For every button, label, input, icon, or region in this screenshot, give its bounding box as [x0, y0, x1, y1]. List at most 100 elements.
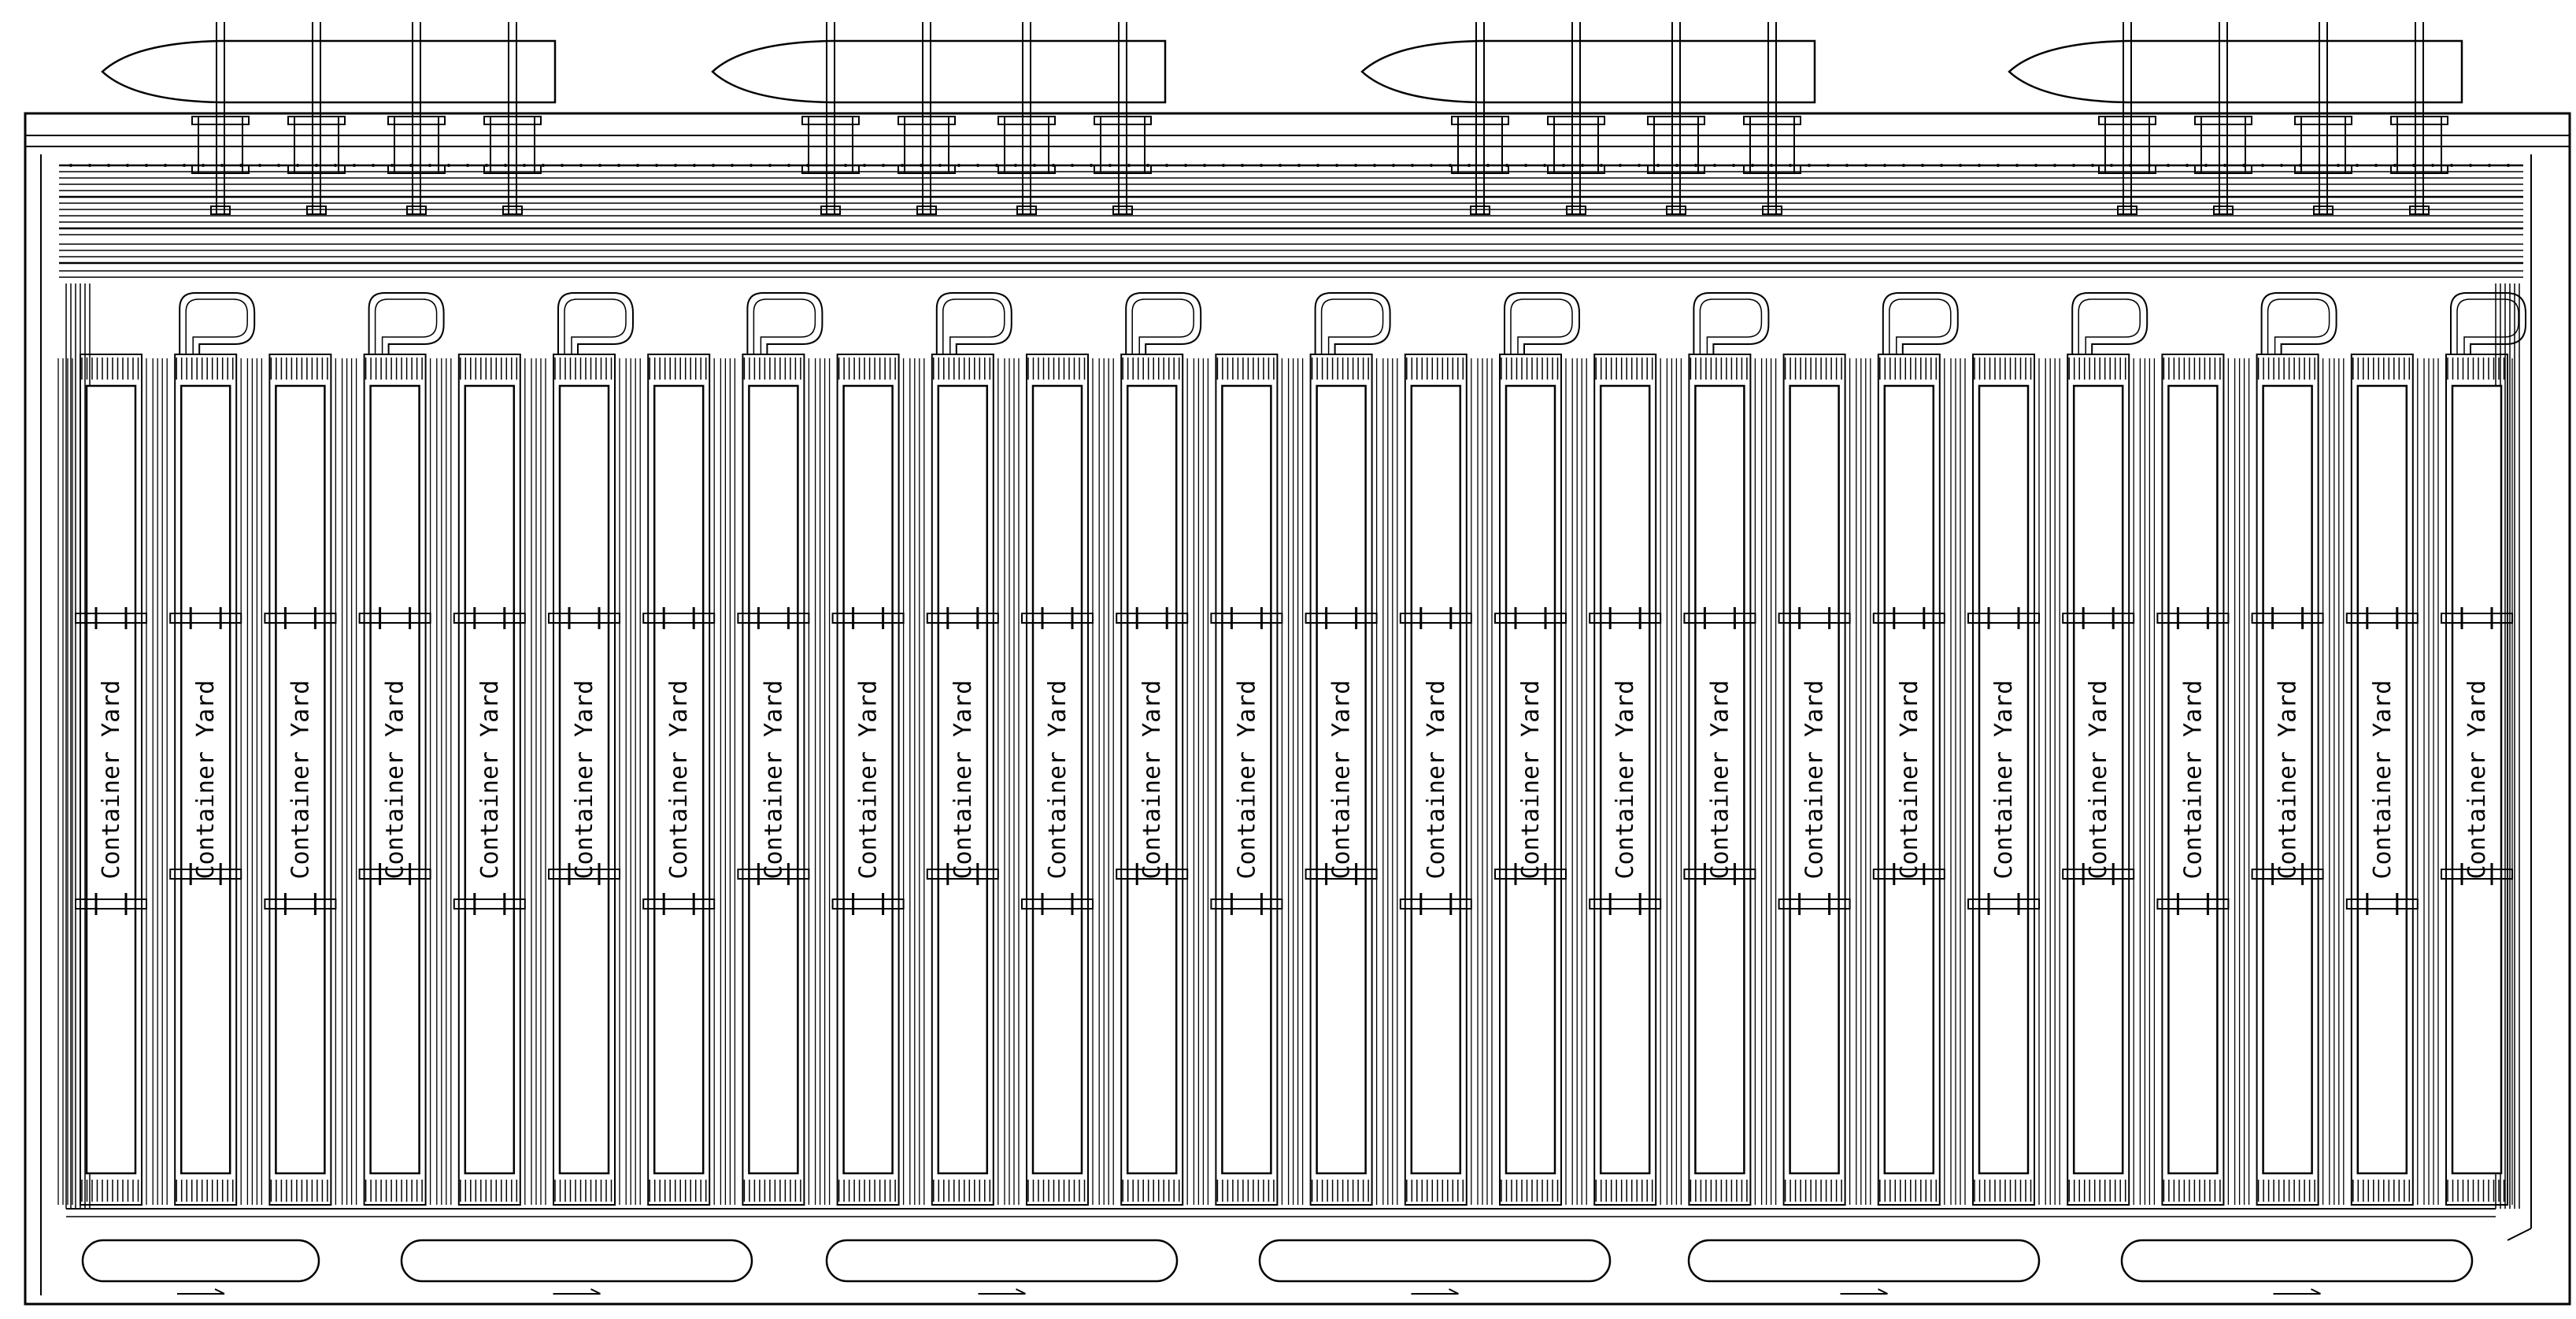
- rail-marker: [2488, 164, 2491, 167]
- crane-gantry-top: [2294, 116, 2352, 125]
- yard-loop-track-inner: [1131, 298, 1194, 354]
- yard-block: [909, 292, 1012, 1206]
- yard-outline: [931, 354, 994, 1206]
- crane-gantry-bottom: [387, 165, 446, 174]
- yard-crane-rail: [2345, 613, 2419, 624]
- rail-marker: [1883, 164, 1886, 167]
- yard-outline: [1972, 354, 2035, 1206]
- crane-gantry-bottom: [1094, 165, 1152, 174]
- container-yard-label: Container Yard: [476, 680, 504, 880]
- rail-marker: [768, 164, 772, 167]
- ship-hull: [1360, 39, 1816, 104]
- rail-marker: [712, 164, 715, 167]
- yard-crane-rail: [169, 869, 242, 880]
- yard-block: [1287, 292, 1391, 1206]
- crane-gantry-bottom: [2390, 165, 2448, 174]
- truck-lane: [400, 1239, 753, 1283]
- rail-marker: [1978, 164, 1981, 167]
- rail-marker: [693, 164, 696, 167]
- yard-outline: [1026, 354, 1089, 1206]
- crane-trolley: [1566, 206, 1586, 215]
- rail-marker: [579, 164, 583, 167]
- yard-outline: [268, 354, 332, 1206]
- yard-crane-rail: [169, 613, 242, 624]
- rail-marker: [1297, 164, 1301, 167]
- container-yard-label: Container Yard: [2085, 680, 2112, 880]
- yard-crane-rail: [1494, 869, 1567, 880]
- crane-trolley: [1016, 206, 1037, 215]
- crane-gantry-bottom: [898, 165, 956, 174]
- container-yard-label: Container Yard: [949, 680, 977, 880]
- yard-crane-rail: [2251, 613, 2324, 624]
- rail-marker: [863, 164, 866, 167]
- yard-loop-track: [2071, 292, 2149, 354]
- crane-trolley: [2213, 206, 2234, 215]
- yard-loop-track-inner: [942, 298, 1005, 354]
- yard-outline: [457, 354, 521, 1206]
- rail-marker: [1260, 164, 1263, 167]
- container-yard-label: Container Yard: [192, 680, 220, 880]
- container-yard: [2072, 384, 2124, 1175]
- rail-marker: [882, 164, 885, 167]
- container-yard-label: Container Yard: [665, 680, 693, 880]
- container-yard: [1126, 384, 1178, 1175]
- yard-crane-rail: [1021, 898, 1094, 910]
- rail-marker: [1845, 164, 1849, 167]
- yard-block: [2045, 292, 2149, 1206]
- yard-loop-track: [1314, 292, 1391, 354]
- yard-block: [2139, 354, 2230, 1206]
- rail-marker: [2261, 164, 2264, 167]
- rail-marker: [2186, 164, 2189, 167]
- container-yard: [1031, 384, 1083, 1175]
- yard-loop-track-inner: [1510, 298, 1573, 354]
- rail-marker: [1959, 164, 1962, 167]
- rail-marker: [1392, 164, 1395, 167]
- yard-crane-rail: [1399, 898, 1472, 910]
- crane-trolley: [1470, 206, 1490, 215]
- container-yard-label: Container Yard: [1423, 680, 1450, 880]
- container-yard-label: Container Yard: [1990, 680, 2018, 880]
- container-yard-label: Container Yard: [1233, 680, 1260, 880]
- yard-outline: [1309, 354, 1373, 1206]
- yard-block: [1571, 354, 1662, 1206]
- rail-marker: [1316, 164, 1319, 167]
- yard-crane-rail: [1305, 869, 1378, 880]
- yard-outline: [647, 354, 711, 1206]
- ship-hull: [101, 39, 557, 104]
- rail-marker: [1203, 164, 1206, 167]
- crane-gantry-bottom: [1451, 165, 1509, 174]
- rail-marker: [1165, 164, 1168, 167]
- rail-marker: [731, 164, 734, 167]
- container-yard-label: Container Yard: [1328, 680, 1356, 880]
- rail-marker: [1713, 164, 1716, 167]
- container-yard: [1221, 384, 1272, 1175]
- rail-marker: [277, 164, 280, 167]
- yard-block: [2234, 292, 2337, 1206]
- crane-gantry-top: [2390, 116, 2448, 125]
- yard-crane-rail: [2441, 869, 2513, 880]
- yard-outline: [1782, 354, 1846, 1206]
- container-yard: [369, 384, 420, 1175]
- rail-marker: [542, 164, 545, 167]
- yard-block: [531, 292, 634, 1206]
- yard-outline: [1215, 354, 1279, 1206]
- container-yard: [558, 384, 610, 1175]
- yard-loop-track-inner: [2267, 298, 2330, 354]
- yard-outline: [1688, 354, 1752, 1206]
- yard-outline: [2067, 354, 2130, 1206]
- yard-outline: [363, 354, 427, 1206]
- yard-loop-track-inner: [185, 298, 248, 354]
- yard-crane-rail: [1683, 869, 1756, 880]
- yard-loop-track-inner: [564, 298, 627, 354]
- crane-trolley: [406, 206, 427, 215]
- crane-gantry-bottom: [483, 165, 542, 174]
- yard-loop-track: [1693, 292, 1770, 354]
- yard-crane-rail: [264, 898, 337, 910]
- rail-marker: [1732, 164, 1735, 167]
- rail-marker: [1335, 164, 1338, 167]
- yard-loop-track-inner: [2078, 298, 2141, 354]
- container-yard: [85, 384, 137, 1175]
- container-yard: [1978, 384, 2030, 1175]
- truck-lane: [1258, 1239, 1612, 1283]
